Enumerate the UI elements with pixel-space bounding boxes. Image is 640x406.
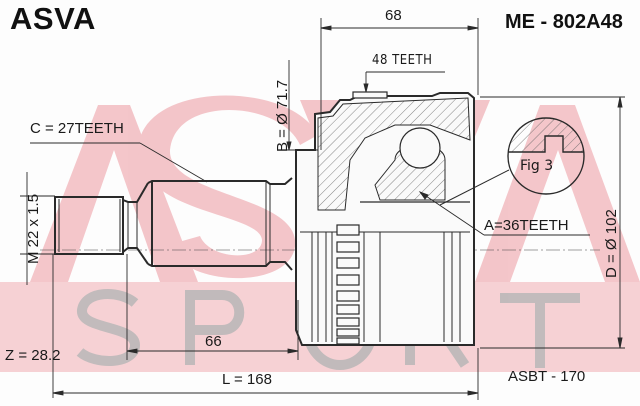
abs-ring bbox=[336, 224, 360, 345]
fig3-label: Fig 3 bbox=[520, 158, 554, 174]
z-value-label: Z = 28.2 bbox=[5, 347, 61, 364]
thread-label: M 22 x 1.5 bbox=[25, 193, 42, 264]
shaft bbox=[147, 177, 293, 271]
total-length-label: L = 168 bbox=[222, 371, 272, 388]
shaft-length-label: 66 bbox=[205, 333, 222, 350]
d-diameter-label: D = Ø 102 bbox=[603, 209, 620, 278]
c-teeth-label: C = 27TEETH bbox=[30, 120, 124, 137]
boot-kit-label: ASBT - 170 bbox=[508, 368, 586, 385]
a-teeth-label: A=36TEETH bbox=[484, 217, 569, 234]
outer-teeth-label: 48 TEETH bbox=[372, 53, 433, 68]
threaded-stub bbox=[54, 182, 149, 265]
housing bbox=[295, 91, 475, 346]
b-diameter-label: B = Ø 71.7 bbox=[274, 79, 291, 152]
dimension-lines bbox=[20, 18, 625, 400]
outer-width-label: 68 bbox=[385, 7, 402, 24]
part-number: ME - 802A48 bbox=[505, 11, 623, 33]
brand-logo: ASVA bbox=[10, 1, 96, 36]
